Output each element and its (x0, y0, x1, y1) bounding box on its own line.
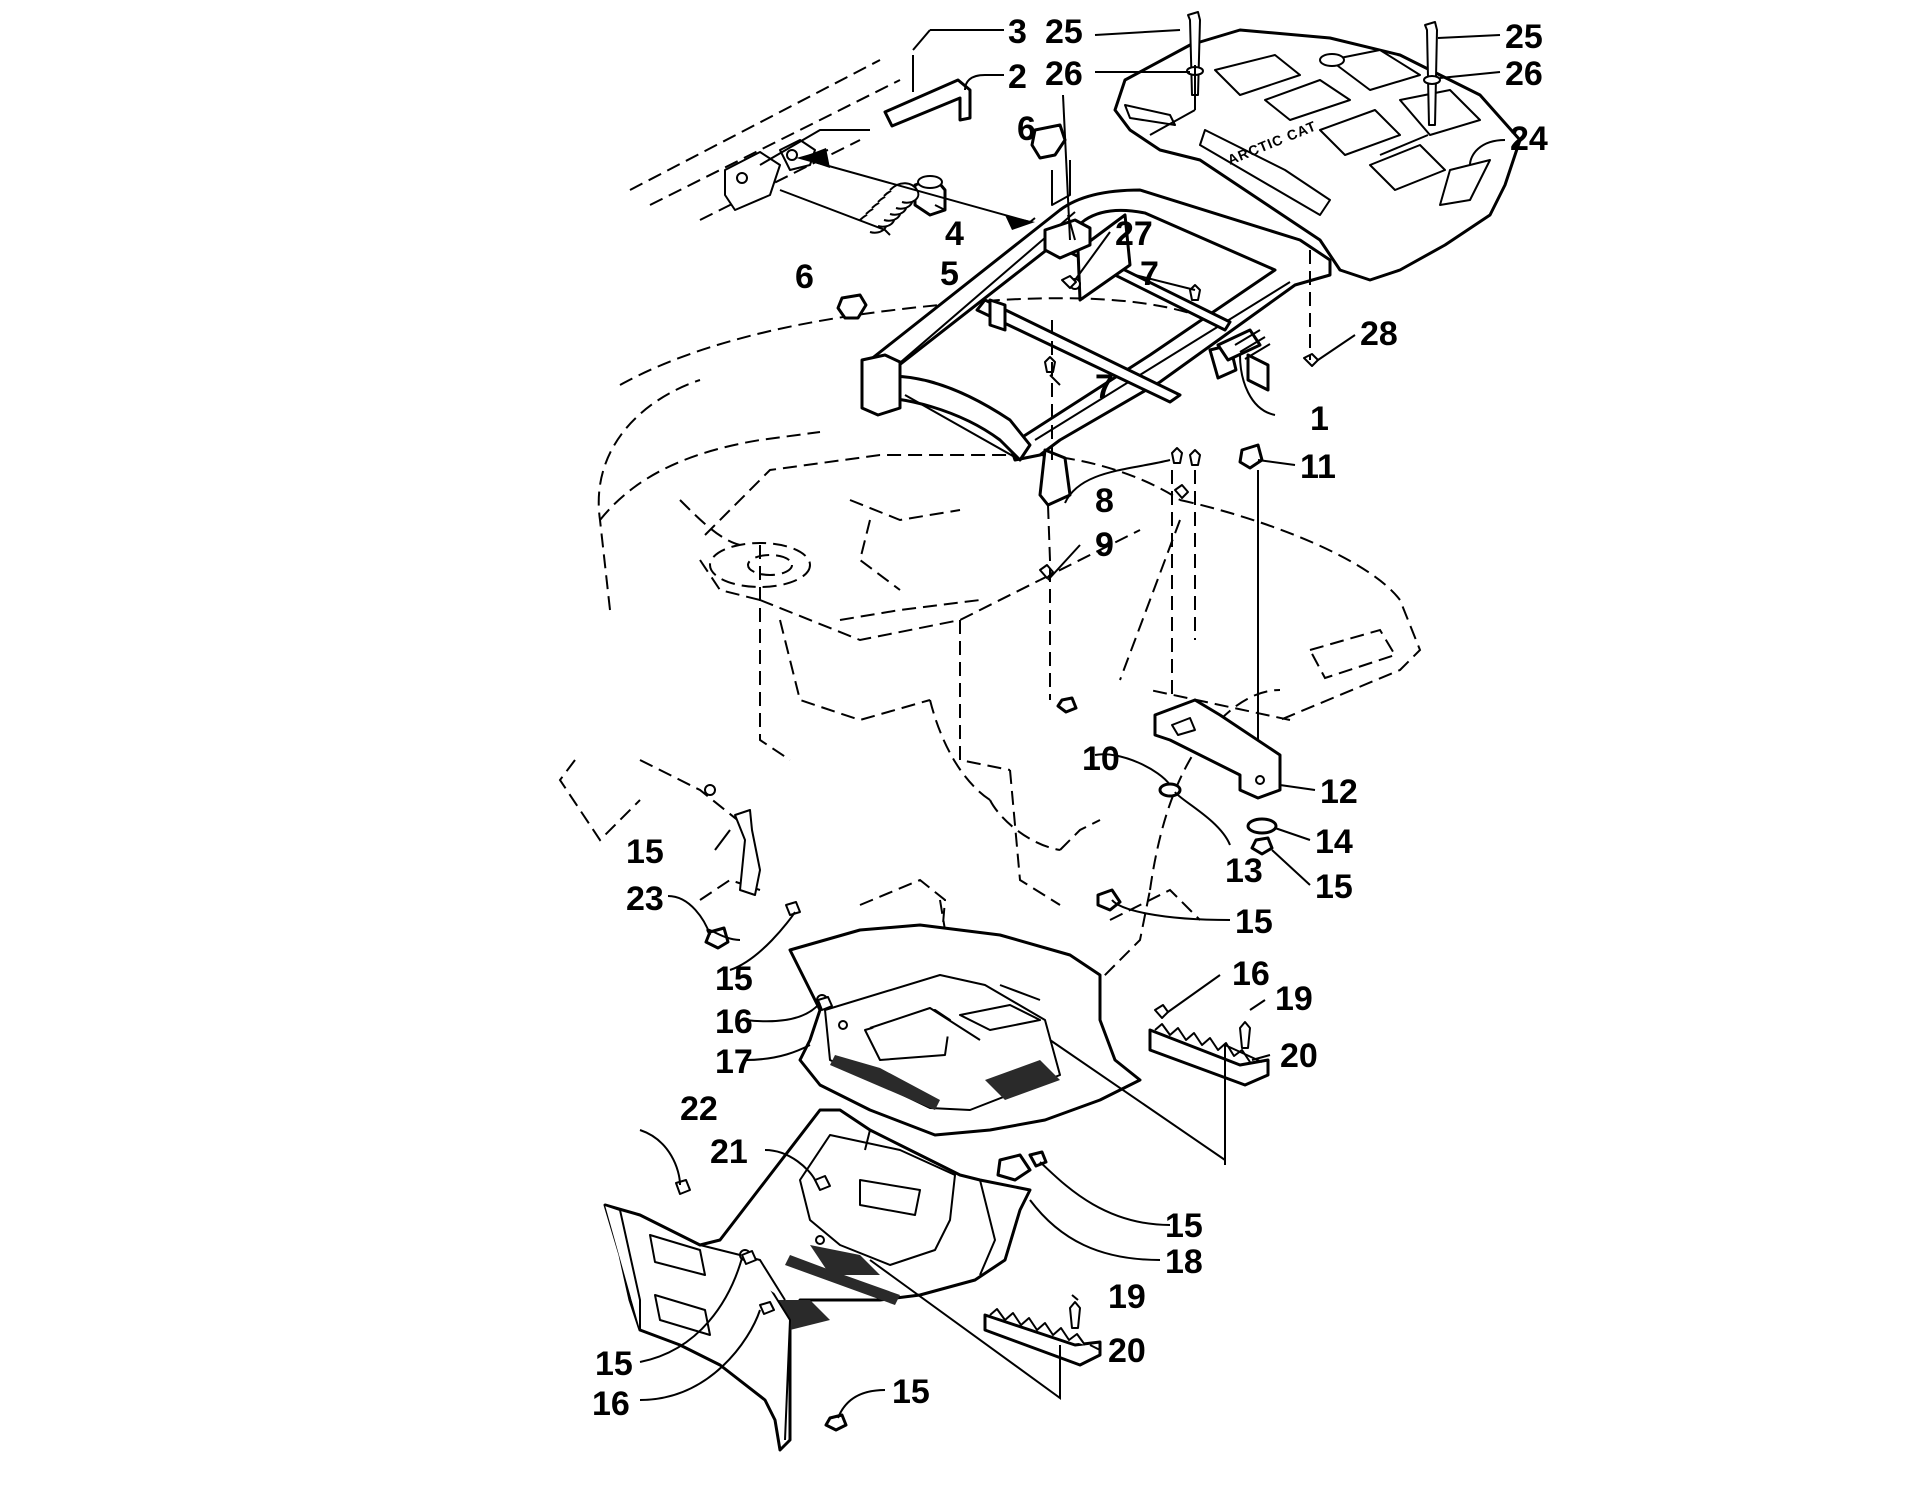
callout-26-b: 26 (1505, 55, 1543, 93)
callout-15-d: 15 (715, 960, 753, 998)
callout-13: 13 (1225, 852, 1263, 890)
callout-21: 21 (710, 1133, 748, 1171)
callout-23: 23 (626, 880, 664, 918)
callout-1: 1 (1310, 400, 1329, 438)
latch-rod (883, 55, 972, 128)
callout-2: 2 (1008, 58, 1027, 96)
callout-16-b: 16 (715, 1003, 753, 1041)
assembly-lines (759, 65, 1429, 770)
footrest-lower (983, 1301, 1102, 1367)
callout-14: 14 (1315, 823, 1353, 861)
support-bracket (1153, 698, 1282, 800)
callout-17: 17 (715, 1043, 753, 1081)
callout-25-b: 25 (1505, 18, 1543, 56)
callout-18: 18 (1165, 1243, 1203, 1281)
callout-4: 4 (945, 215, 964, 253)
callout-5: 5 (940, 255, 959, 293)
callout-15-b: 15 (1235, 903, 1273, 941)
callout-15-a: 15 (1315, 868, 1353, 906)
callout-28: 28 (1360, 315, 1398, 353)
rack-frame (860, 188, 1332, 507)
callout-8: 8 (1095, 482, 1114, 520)
callout-leaders (639, 29, 1506, 1419)
callout-20-b: 20 (1108, 1332, 1146, 1370)
callout-15-c: 15 (626, 833, 664, 871)
callout-7-mid: 7 (1095, 368, 1114, 406)
callout-22: 22 (680, 1090, 718, 1128)
callout-25-a: 25 (1045, 13, 1083, 51)
hardware-lower (675, 996, 1169, 1432)
callout-16-a: 16 (1232, 955, 1270, 993)
callout-27: 27 (1115, 215, 1153, 253)
callout-3: 3 (1008, 13, 1027, 51)
callout-9: 9 (1095, 526, 1114, 564)
upper-floorboard (788, 923, 1142, 1137)
callout-6-left: 6 (795, 258, 814, 296)
callout-15-g: 15 (892, 1373, 930, 1411)
callout-11: 11 (1300, 448, 1336, 486)
callout-labels: 1 2 3 4 5 6 6 7 7 8 9 10 11 12 13 14 15 … (592, 13, 1548, 1423)
callout-10: 10 (1082, 740, 1120, 778)
left-bracket (704, 784, 1122, 950)
callout-15-f: 15 (595, 1345, 633, 1383)
fasteners-top (836, 11, 1441, 579)
callout-6-top: 6 (1017, 110, 1036, 148)
callout-16-c: 16 (592, 1385, 630, 1423)
lower-floorboard (603, 1108, 1032, 1452)
callout-19-a: 19 (1275, 980, 1313, 1018)
latch-mount-bracket (724, 139, 816, 211)
footrest-upper (1148, 1021, 1270, 1087)
callout-26-a: 26 (1045, 55, 1083, 93)
rear-rack-cover (1113, 28, 1522, 282)
knob-and-spring (859, 175, 947, 234)
callout-19-b: 19 (1108, 1278, 1146, 1316)
callout-7-right: 7 (1140, 255, 1159, 293)
callout-15-e: 15 (1165, 1207, 1203, 1245)
callout-24: 24 (1510, 120, 1548, 158)
callout-12: 12 (1320, 773, 1358, 811)
callout-20-a: 20 (1280, 1037, 1318, 1075)
